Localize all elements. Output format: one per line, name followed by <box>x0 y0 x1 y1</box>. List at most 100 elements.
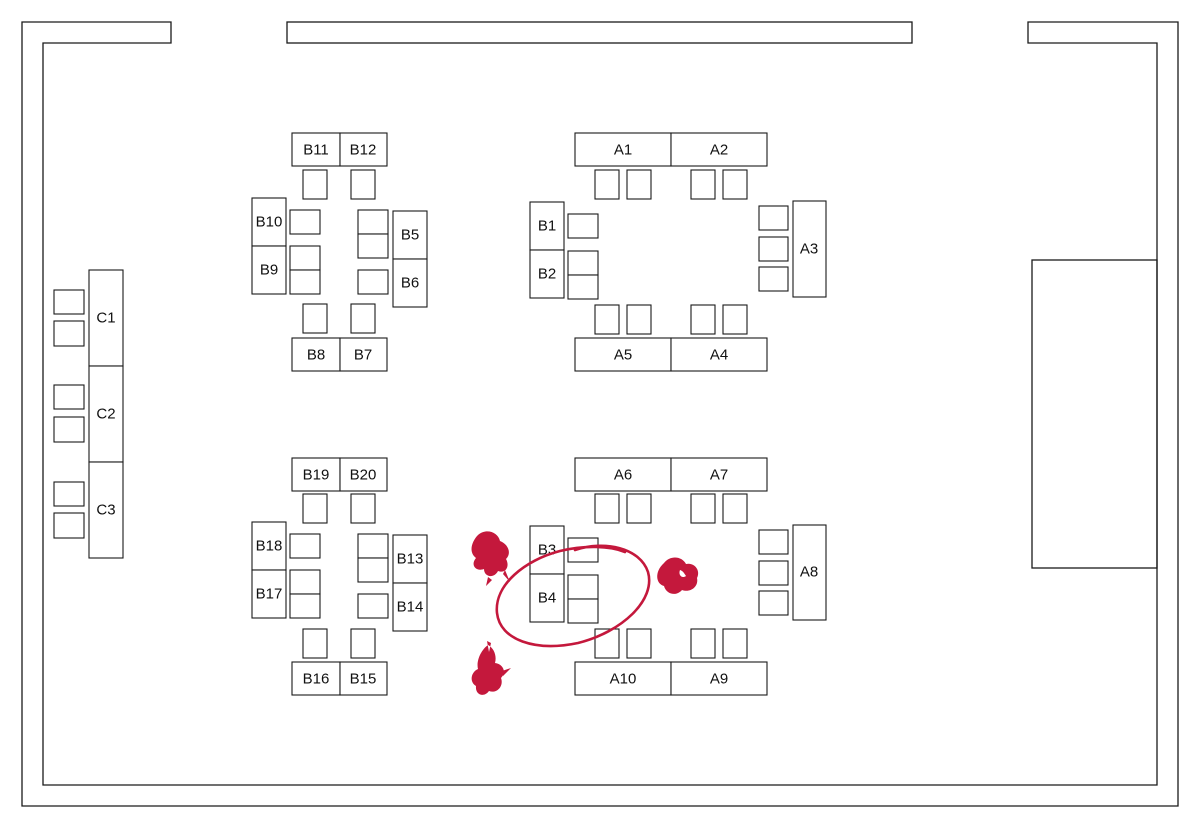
seat[interactable] <box>289 269 321 295</box>
table-a6[interactable]: A6 <box>574 457 672 492</box>
seat[interactable] <box>567 574 599 600</box>
table-a1[interactable]: A1 <box>574 132 672 167</box>
table-a8[interactable]: A8 <box>792 524 827 621</box>
right-stage <box>1031 259 1158 569</box>
cluster-c: C1 C2 C3 <box>88 269 124 559</box>
table-b2[interactable]: B2 <box>529 249 565 299</box>
table-b6[interactable]: B6 <box>392 258 428 308</box>
table-label: B12 <box>350 142 377 159</box>
table-b18[interactable]: B18 <box>251 521 287 571</box>
seat[interactable] <box>357 209 389 235</box>
seat[interactable] <box>690 304 716 335</box>
table-b13[interactable]: B13 <box>392 534 428 584</box>
seat[interactable] <box>302 169 328 200</box>
table-a9[interactable]: A9 <box>670 661 768 696</box>
seat[interactable] <box>690 628 716 659</box>
ink-splatter-right <box>657 557 699 594</box>
table-label: B18 <box>256 538 283 555</box>
seat[interactable] <box>53 512 85 539</box>
cluster-a-top-seats <box>567 169 789 335</box>
seat[interactable] <box>758 560 789 586</box>
table-c2[interactable]: C2 <box>88 365 124 463</box>
seat[interactable] <box>758 205 789 231</box>
seat[interactable] <box>357 233 389 259</box>
seat[interactable] <box>53 289 85 315</box>
seat[interactable] <box>53 384 85 410</box>
table-label: B5 <box>401 227 419 244</box>
table-c3[interactable]: C3 <box>88 461 124 559</box>
table-a7[interactable]: A7 <box>670 457 768 492</box>
seat[interactable] <box>289 245 321 271</box>
seat[interactable] <box>626 304 652 335</box>
seat[interactable] <box>357 593 389 619</box>
seat[interactable] <box>626 169 652 200</box>
seat[interactable] <box>567 537 599 563</box>
seat[interactable] <box>722 304 748 335</box>
seat[interactable] <box>567 250 599 276</box>
table-a2[interactable]: A2 <box>670 132 768 167</box>
seat[interactable] <box>594 169 620 200</box>
table-a10[interactable]: A10 <box>574 661 672 696</box>
seat[interactable] <box>722 493 748 524</box>
table-c1[interactable]: C1 <box>88 269 124 367</box>
table-a3[interactable]: A3 <box>792 200 827 298</box>
seat[interactable] <box>302 628 328 659</box>
table-a5[interactable]: A5 <box>574 337 672 372</box>
seat[interactable] <box>289 569 321 595</box>
table-b20[interactable]: B20 <box>339 457 388 492</box>
table-label: C3 <box>96 502 115 519</box>
table-b12[interactable]: B12 <box>339 132 388 167</box>
seat[interactable] <box>722 169 748 200</box>
seat[interactable] <box>357 557 389 583</box>
seat[interactable] <box>289 209 321 235</box>
seat[interactable] <box>289 593 321 619</box>
table-a4[interactable]: A4 <box>670 337 768 372</box>
seat[interactable] <box>350 169 376 200</box>
table-b19[interactable]: B19 <box>291 457 341 492</box>
cluster-c-seats <box>53 289 85 539</box>
seat[interactable] <box>567 274 599 300</box>
table-b8[interactable]: B8 <box>291 337 341 372</box>
seat[interactable] <box>53 416 85 443</box>
seat[interactable] <box>350 493 376 524</box>
seat[interactable] <box>690 493 716 524</box>
seat[interactable] <box>357 533 389 559</box>
seat[interactable] <box>567 598 599 624</box>
seat[interactable] <box>289 533 321 559</box>
seat[interactable] <box>758 236 789 262</box>
seat[interactable] <box>758 529 789 555</box>
table-b14[interactable]: B14 <box>392 582 428 632</box>
seat[interactable] <box>53 481 85 507</box>
seat[interactable] <box>350 628 376 659</box>
table-b16[interactable]: B16 <box>291 661 341 696</box>
seat[interactable] <box>594 304 620 335</box>
seat[interactable] <box>690 169 716 200</box>
seat[interactable] <box>302 303 328 334</box>
table-b11[interactable]: B11 <box>291 132 341 167</box>
seat[interactable] <box>594 493 620 524</box>
table-b7[interactable]: B7 <box>339 337 388 372</box>
seat[interactable] <box>626 628 652 659</box>
table-b10[interactable]: B10 <box>251 197 287 247</box>
seat[interactable] <box>626 493 652 524</box>
seat[interactable] <box>722 628 748 659</box>
seat[interactable] <box>758 590 789 616</box>
seat[interactable] <box>302 493 328 524</box>
table-b3[interactable]: B3 <box>529 525 565 575</box>
circle-annotation <box>495 544 651 648</box>
seat[interactable] <box>758 266 789 292</box>
seat[interactable] <box>357 269 389 295</box>
seat[interactable] <box>350 303 376 334</box>
seat[interactable] <box>53 320 85 347</box>
table-b1[interactable]: B1 <box>529 201 565 251</box>
table-b17[interactable]: B17 <box>251 569 287 619</box>
table-b4[interactable]: B4 <box>529 573 565 623</box>
seat[interactable] <box>567 213 599 239</box>
table-label: A1 <box>614 142 632 159</box>
top-counter <box>286 21 913 44</box>
table-b9[interactable]: B9 <box>251 245 287 295</box>
seat[interactable] <box>594 628 620 659</box>
table-b15[interactable]: B15 <box>339 661 388 696</box>
table-b5[interactable]: B5 <box>392 210 428 260</box>
ink-splatter-left <box>471 531 510 586</box>
